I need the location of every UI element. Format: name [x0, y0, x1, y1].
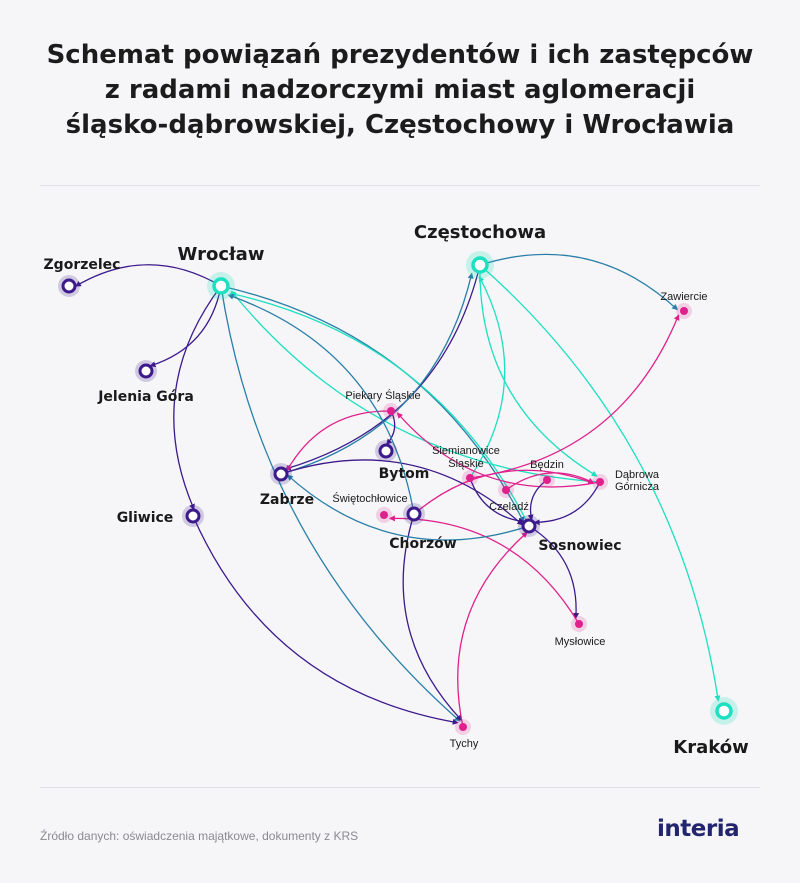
node-dot: [680, 307, 688, 315]
node-dot: [466, 474, 474, 482]
edge-czestochowa-dabrowa: [479, 264, 598, 477]
edge-siemianowice-czestochowa: [469, 275, 506, 479]
page-title: Schemat powiązań prezydentów i ich zastę…: [40, 38, 760, 143]
edge-zabrze-czestochowa: [280, 272, 474, 475]
node-zawiercie: Zawiercie: [660, 291, 708, 319]
edge-wroclaw-jelenia_gora: [149, 285, 222, 368]
label-czestochowa: Częstochowa: [414, 222, 546, 243]
node-ring: [378, 443, 394, 459]
node-dot: [459, 723, 467, 731]
edge-dabrowa-wroclaw: [230, 290, 601, 483]
node-czestochowa: Częstochowa: [414, 222, 546, 279]
title-line-1: Schemat powiązań prezydentów i ich zastę…: [46, 40, 754, 70]
node-chorzow: Chorzów: [389, 503, 457, 552]
label-gliwice: Gliwice: [117, 510, 174, 526]
node-sosnowiec: Sosnowiec: [518, 515, 622, 554]
node-ring: [212, 277, 230, 295]
label-chorzow: Chorzów: [389, 536, 457, 552]
edge-tychy-sosnowiec: [457, 531, 528, 728]
label-zawiercie: Zawiercie: [660, 291, 707, 303]
node-zgorzelec: Zgorzelec: [44, 257, 121, 297]
interia-logo: interia: [657, 816, 740, 842]
edge-czestochowa-zawiercie: [479, 253, 679, 311]
label-czeladz: Czeladź: [489, 501, 529, 513]
edge-wroclaw-tychy: [220, 285, 461, 722]
label-zabrze: Zabrze: [260, 492, 314, 508]
node-bytom: Bytom: [375, 440, 429, 482]
label-krakow: Kraków: [673, 737, 748, 758]
label-bedzin: Będzin: [530, 459, 564, 471]
node-czeladz: Czeladź: [489, 482, 529, 513]
edge-chorzow-wroclaw: [227, 293, 415, 515]
node-zabrze: Zabrze: [260, 463, 314, 508]
node-myslowice: Mysłowice: [555, 616, 606, 648]
node-dot: [387, 407, 395, 415]
edge-czestochowa-zabrze: [284, 264, 481, 471]
edge-bedzin-sosnowiec: [527, 479, 548, 521]
node-dot: [380, 511, 388, 519]
node-dot: [543, 476, 551, 484]
label-bytom: Bytom: [379, 466, 430, 482]
node-ring: [273, 466, 289, 482]
node-ring: [185, 508, 201, 524]
edge-sosnowiec-zabrze: [286, 474, 530, 541]
label-zgorzelec: Zgorzelec: [44, 257, 121, 273]
edge-siemianowice-zawiercie: [469, 314, 680, 479]
edge-layer: [74, 253, 721, 728]
label-swietochlowice: Świętochłowice: [332, 492, 407, 505]
node-tychy: Tychy: [450, 719, 479, 750]
node-dot: [502, 486, 510, 494]
node-jelenia_gora: Jelenia Góra: [97, 360, 194, 405]
node-swietochlowice: Świętochłowice: [332, 492, 408, 523]
edge-wroclaw-zgorzelec: [74, 264, 222, 287]
edge-chorzow-dabrowa: [413, 469, 595, 515]
node-ring: [715, 702, 733, 720]
label-myslowice: Mysłowice: [555, 636, 606, 648]
title-line-3: śląsko-dąbrowskiej, Częstochowy i Wrocła…: [65, 110, 735, 140]
edge-dabrowa-piekary: [396, 412, 601, 488]
label-siemianowice-line2: Śląskie: [448, 457, 483, 470]
node-ring: [471, 256, 489, 274]
node-ring: [138, 363, 154, 379]
edge-piekary-zabrze: [286, 410, 392, 472]
edge-wroclaw-gliwice: [173, 285, 222, 511]
label-siemianowice: Siemianowice: [432, 445, 500, 457]
label-sosnowiec: Sosnowiec: [538, 538, 621, 554]
top-divider: [40, 185, 760, 186]
bottom-divider: [40, 787, 760, 788]
node-ring: [521, 518, 537, 534]
label-piekary: Piekary Śląskie: [345, 389, 420, 402]
edge-dabrowa-sosnowiec: [533, 481, 601, 526]
edge-czestochowa-krakow: [479, 264, 721, 702]
label-dabrowa-line2: Górnicza: [615, 481, 660, 493]
label-wroclaw: Wrocław: [178, 244, 265, 265]
data-source: Źródło danych: oświadczenia majątkowe, d…: [40, 829, 359, 843]
edge-zabrze-sosnowiec: [280, 459, 524, 526]
edge-czeladz-dabrowa: [505, 472, 595, 491]
edge-sosnowiec-myslowice: [528, 525, 580, 619]
node-dot: [575, 620, 583, 628]
edge-gliwice-tychy: [192, 515, 459, 725]
title-line-2: z radami nadzorczymi miast aglomeracji: [104, 75, 696, 105]
node-bedzin: Będzin: [530, 459, 564, 488]
label-jelenia_gora: Jelenia Góra: [97, 389, 194, 405]
node-ring: [61, 278, 77, 294]
edge-sosnowiec-wroclaw: [229, 291, 530, 527]
node-wroclaw: Wrocław: [178, 244, 265, 300]
node-dot: [596, 478, 604, 486]
edge-chorzow-tychy: [402, 513, 463, 722]
label-tychy: Tychy: [450, 738, 479, 750]
node-krakow: Kraków: [673, 697, 749, 758]
node-gliwice: Gliwice: [117, 505, 204, 527]
edge-myslowice-swietochlowice: [388, 515, 580, 625]
label-dabrowa: Dąbrowa: [615, 469, 660, 481]
node-ring: [406, 506, 422, 522]
node-piekary: Piekary Śląskie: [345, 389, 421, 419]
